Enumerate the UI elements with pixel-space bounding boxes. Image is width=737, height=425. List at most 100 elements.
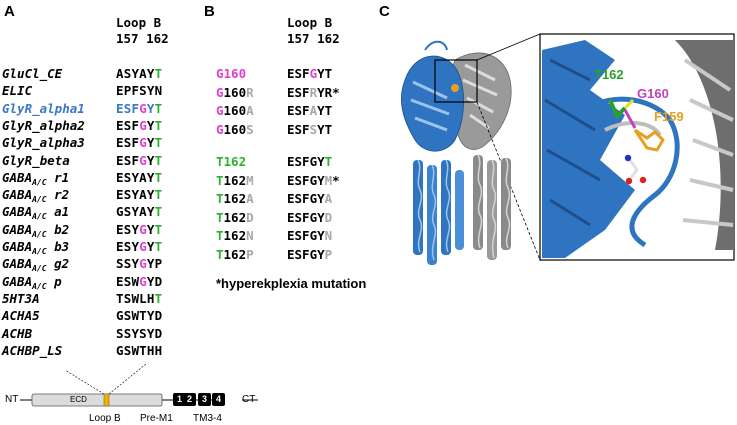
sequence-segment: G xyxy=(139,152,147,168)
mutation-label-segment: P xyxy=(246,246,254,262)
sequence-name-subscript: A/C xyxy=(32,212,47,222)
sequence-segment: SSYSYD xyxy=(116,325,163,341)
sequence-name-suffix: b2 xyxy=(46,221,70,237)
sequence-name-subscript: A/C xyxy=(32,281,47,291)
sequence-segment: TSWLH xyxy=(116,290,155,306)
sequence-segment: G xyxy=(139,135,147,151)
sequence-value: EPFSYN xyxy=(116,83,162,98)
mutation-label-segment: M xyxy=(246,172,254,188)
sequence-value: TSWLHT xyxy=(116,291,162,306)
sequence-name: ACHB xyxy=(2,326,32,341)
mutation-label-segment: G xyxy=(216,103,224,118)
sequence-segment: ESF xyxy=(116,135,140,151)
sequence-name-main: GABA xyxy=(2,273,33,289)
sequence-value: ESFGYT xyxy=(116,101,162,116)
mutation-sequence-segment: G xyxy=(309,66,318,81)
sequence-segment: EPFSYN xyxy=(116,83,163,99)
sequence-name: GABAA/C b3 xyxy=(2,239,69,256)
sequence-segment: T xyxy=(154,169,163,185)
g160-mutation-label: G160S xyxy=(216,122,254,137)
mutation-label-segment: 160 xyxy=(223,84,247,100)
sequence-name-subscript: A/C xyxy=(32,264,47,274)
sequence-segment: G xyxy=(139,221,147,237)
mutation-sequence-segment: * xyxy=(332,172,340,188)
sequence-name: GABAA/C r1 xyxy=(2,170,69,187)
mutation-label-segment: 162 xyxy=(223,228,247,243)
sequence-segment: ASYAY xyxy=(116,66,155,81)
sequence-name-subscript: A/C xyxy=(32,177,47,187)
sequence-name-suffix: r2 xyxy=(46,187,70,203)
g160-residue xyxy=(623,109,637,129)
mutation-label-segment: T xyxy=(216,209,224,225)
tm2-box: 2 xyxy=(183,393,196,406)
sequence-name-main: GABA xyxy=(2,204,33,220)
sequence-name: GABAA/C a1 xyxy=(2,204,69,221)
sequence-name-main: ACHB xyxy=(2,325,33,341)
t162-residue-tip xyxy=(623,98,635,110)
ecd-domain xyxy=(31,393,163,407)
mutation-sequence-segment: ESFGY xyxy=(287,191,325,206)
sequence-segment: T xyxy=(154,221,163,237)
sequence-name: GlyR_alpha2 xyxy=(2,118,85,133)
blue-beta-strands xyxy=(410,80,450,132)
sequence-name-main: GlyR_alpha1 xyxy=(2,100,85,116)
blue-top-loop xyxy=(424,40,448,51)
sequence-segment: T xyxy=(154,66,163,81)
t162-mutation-label: T162A xyxy=(216,191,254,206)
g160-mutation-sequence: ESFAYT xyxy=(287,103,332,118)
sequence-segment: Y xyxy=(146,221,155,237)
mutation-sequence-segment: ESFGY xyxy=(287,154,325,169)
t162-mutation-sequence: ESFGYM* xyxy=(287,173,340,188)
sequence-name-suffix: p xyxy=(46,273,62,289)
sequence-segment: Y xyxy=(146,117,155,133)
sequence-segment: T xyxy=(154,100,163,116)
sequence-name-subscript: A/C xyxy=(32,247,47,256)
mutation-label-segment: G xyxy=(216,121,224,137)
sequence-segment: G xyxy=(139,100,147,116)
sequence-segment: Y xyxy=(146,152,155,168)
inset-grey-loop xyxy=(604,121,662,137)
mutation-sequence-segment: YT xyxy=(317,66,333,81)
mutation-sequence-segment: ESFGY xyxy=(287,172,325,188)
sequence-name-main: GluCl_CE xyxy=(2,66,63,81)
sequence-name-main: GlyR_alpha2 xyxy=(2,117,85,133)
sequence-segment: ESYAY xyxy=(116,187,155,203)
mutation-label-segment: G xyxy=(216,84,224,100)
mutation-label-segment: 160 xyxy=(223,103,247,118)
sequence-segment: ESYAY xyxy=(116,169,155,185)
sequence-value: ESFGYT xyxy=(116,118,162,133)
sequence-name-suffix: r1 xyxy=(46,169,70,185)
sequence-segment: YP xyxy=(146,256,163,272)
inset-grey-strands xyxy=(682,58,734,227)
sequence-segment: G xyxy=(139,239,147,254)
sequence-name: ACHBP_LS xyxy=(2,343,62,358)
g160-mutation-sequence: ESFSYT xyxy=(287,122,332,137)
inset-grey-sheet xyxy=(675,40,734,250)
g160-mutation-label: G160R xyxy=(216,85,254,100)
sequence-name-subscript: A/C xyxy=(32,229,47,239)
sequence-value: ESYGYT xyxy=(116,239,162,254)
mutation-label-segment: D xyxy=(246,209,254,225)
grey-tm-helices xyxy=(473,154,511,260)
mutation-label-segment: G160 xyxy=(216,66,247,81)
sequence-value: ESYAYT xyxy=(116,170,162,185)
blue-tm-helices xyxy=(413,159,464,265)
sequence-segment: SSY xyxy=(116,256,140,272)
grey-beta-strands xyxy=(462,63,498,130)
mutation-label-segment: A xyxy=(246,103,254,118)
mutation-label-segment: T162 xyxy=(216,154,247,169)
sequence-segment: ESF xyxy=(116,152,140,168)
panel-letter-b: B xyxy=(204,3,215,20)
sequence-value: ESFGYT xyxy=(116,135,162,150)
sequence-name-main: GABA xyxy=(2,169,33,185)
mutation-sequence-segment: ESF xyxy=(287,103,310,118)
mutation-label-segment: 162 xyxy=(223,191,247,206)
mutation-label-segment: 162 xyxy=(223,172,247,188)
mutation-sequence-segment: A xyxy=(324,191,333,206)
ligand-oxygen-1 xyxy=(625,177,633,185)
receptor-structure xyxy=(400,33,735,265)
mutation-sequence-segment: T xyxy=(324,154,333,169)
sequence-value: SSYGYP xyxy=(116,256,162,271)
sequence-segment: ESY xyxy=(116,239,140,254)
ligand-stick xyxy=(627,159,639,181)
